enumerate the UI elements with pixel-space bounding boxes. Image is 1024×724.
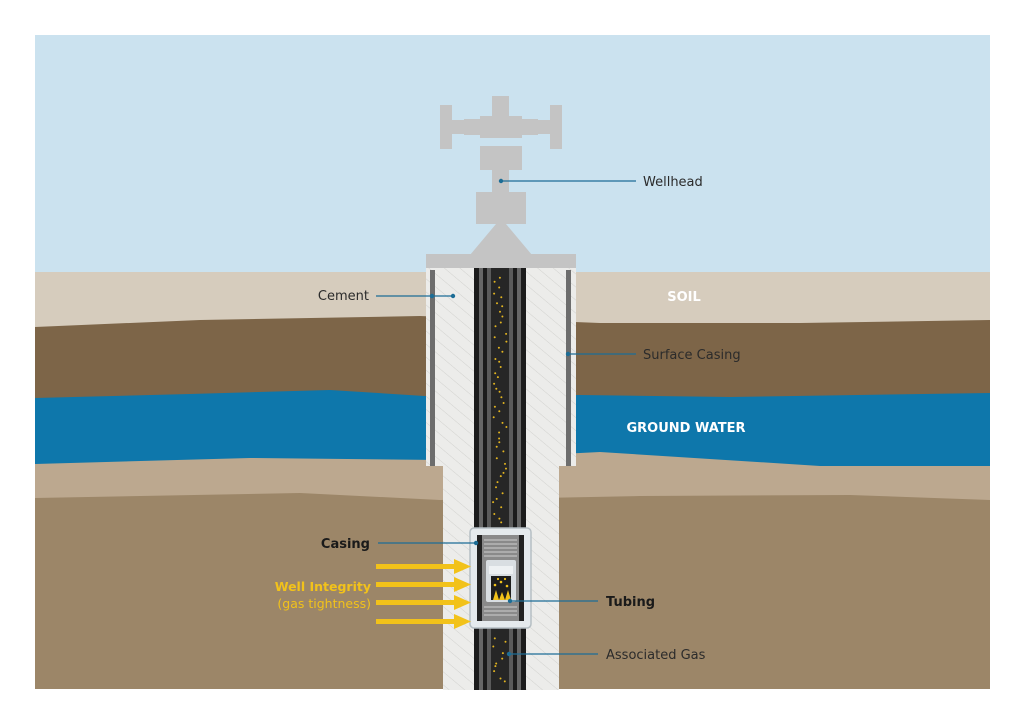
surface-casing-right xyxy=(566,270,571,466)
gas-dot xyxy=(496,481,499,484)
gas-dot xyxy=(493,336,496,339)
gas-dot xyxy=(498,441,501,444)
gas-dot xyxy=(494,665,497,668)
gas-dot xyxy=(501,315,504,318)
gas-dot xyxy=(493,405,496,408)
gas-pressure-arrows xyxy=(376,559,471,629)
gas-dot xyxy=(492,501,495,504)
gas-dot xyxy=(495,445,498,448)
gas-dot xyxy=(501,305,504,308)
gas-dot xyxy=(502,471,505,474)
cement-label: Cement xyxy=(318,289,369,304)
gas-dot xyxy=(493,292,496,295)
gas-dot xyxy=(503,680,506,683)
surface-casing-label: Surface Casing xyxy=(643,348,741,363)
arrow-2 xyxy=(376,577,471,592)
gas-dot xyxy=(492,645,495,648)
gas-dot xyxy=(501,350,504,353)
gas-dot xyxy=(501,421,504,424)
gas-dot xyxy=(493,670,496,673)
gas-tightness-label: (gas tightness) xyxy=(277,596,371,611)
gas-dot xyxy=(497,346,500,349)
gas-dot xyxy=(500,521,503,524)
gas-dot xyxy=(498,360,501,363)
gas-dot xyxy=(493,280,496,283)
gas-dot xyxy=(493,382,496,385)
gas-dot xyxy=(498,286,501,289)
ground-water-label: GROUND WATER xyxy=(626,421,745,436)
gas-dot xyxy=(499,366,502,368)
arrow-1 xyxy=(376,559,471,574)
gas-dot xyxy=(499,321,502,324)
gas-dot xyxy=(495,486,497,489)
gas-dot xyxy=(502,402,505,404)
gas-dot xyxy=(504,640,507,643)
gas-dot xyxy=(505,467,507,470)
gas-dot xyxy=(498,410,501,413)
surface-casing-leader xyxy=(565,351,636,357)
gas-dot xyxy=(501,657,504,660)
cement-leader xyxy=(376,293,456,299)
soil-label: SOIL xyxy=(667,290,701,305)
gas-dot xyxy=(498,390,501,393)
gas-dot xyxy=(499,475,502,478)
gas-dot xyxy=(493,513,496,515)
gas-dot xyxy=(494,358,497,360)
gas-particles xyxy=(493,577,511,600)
gas-dot xyxy=(500,506,503,509)
well-integrity-label: Well Integrity xyxy=(275,579,371,594)
arrow-3 xyxy=(376,595,471,610)
gas-dot xyxy=(500,296,503,299)
leader-lines xyxy=(376,178,636,657)
gas-dot xyxy=(495,457,498,460)
gas-dot xyxy=(501,652,504,655)
gas-dot xyxy=(504,462,506,465)
wellhead xyxy=(426,96,576,268)
gas-dot xyxy=(492,416,495,419)
gas-dot xyxy=(495,497,498,500)
gas-dot xyxy=(498,431,501,434)
gas-dot xyxy=(495,387,498,390)
gas-dot xyxy=(502,450,505,453)
associated-gas-label: Associated Gas xyxy=(606,648,706,663)
gas-dot xyxy=(501,492,504,495)
magnified-connection xyxy=(469,527,532,629)
gas-dot xyxy=(494,325,497,328)
arrow-4 xyxy=(376,614,471,629)
gas-dot xyxy=(500,396,503,399)
casing-label: Casing xyxy=(321,537,370,552)
casing-leader xyxy=(378,540,479,546)
associated-gas-leader xyxy=(506,651,598,657)
gas-dot xyxy=(496,302,498,305)
gas-dot xyxy=(505,426,508,428)
gas-dot xyxy=(494,372,497,375)
tubing-leader xyxy=(507,598,598,604)
gas-dot xyxy=(505,332,508,335)
surface-casing-left xyxy=(430,270,435,466)
gas-dot xyxy=(499,310,501,313)
connection-threads xyxy=(484,539,517,616)
gas-dot xyxy=(498,437,501,440)
gas-dot xyxy=(499,677,502,680)
tubing-label: Tubing xyxy=(606,595,655,610)
labels: Wellhead Cement SOIL Surface Casing GROU… xyxy=(275,175,746,663)
gas-dot xyxy=(498,276,501,279)
gas-dot xyxy=(496,376,499,379)
gas-dot xyxy=(495,662,498,665)
wellhead-leader xyxy=(498,178,636,184)
gas-dot xyxy=(505,340,508,343)
gas-dot xyxy=(498,517,501,520)
associated-gas-dots xyxy=(492,276,508,683)
gas-dot xyxy=(493,637,496,640)
wellhead-label: Wellhead xyxy=(643,175,703,190)
